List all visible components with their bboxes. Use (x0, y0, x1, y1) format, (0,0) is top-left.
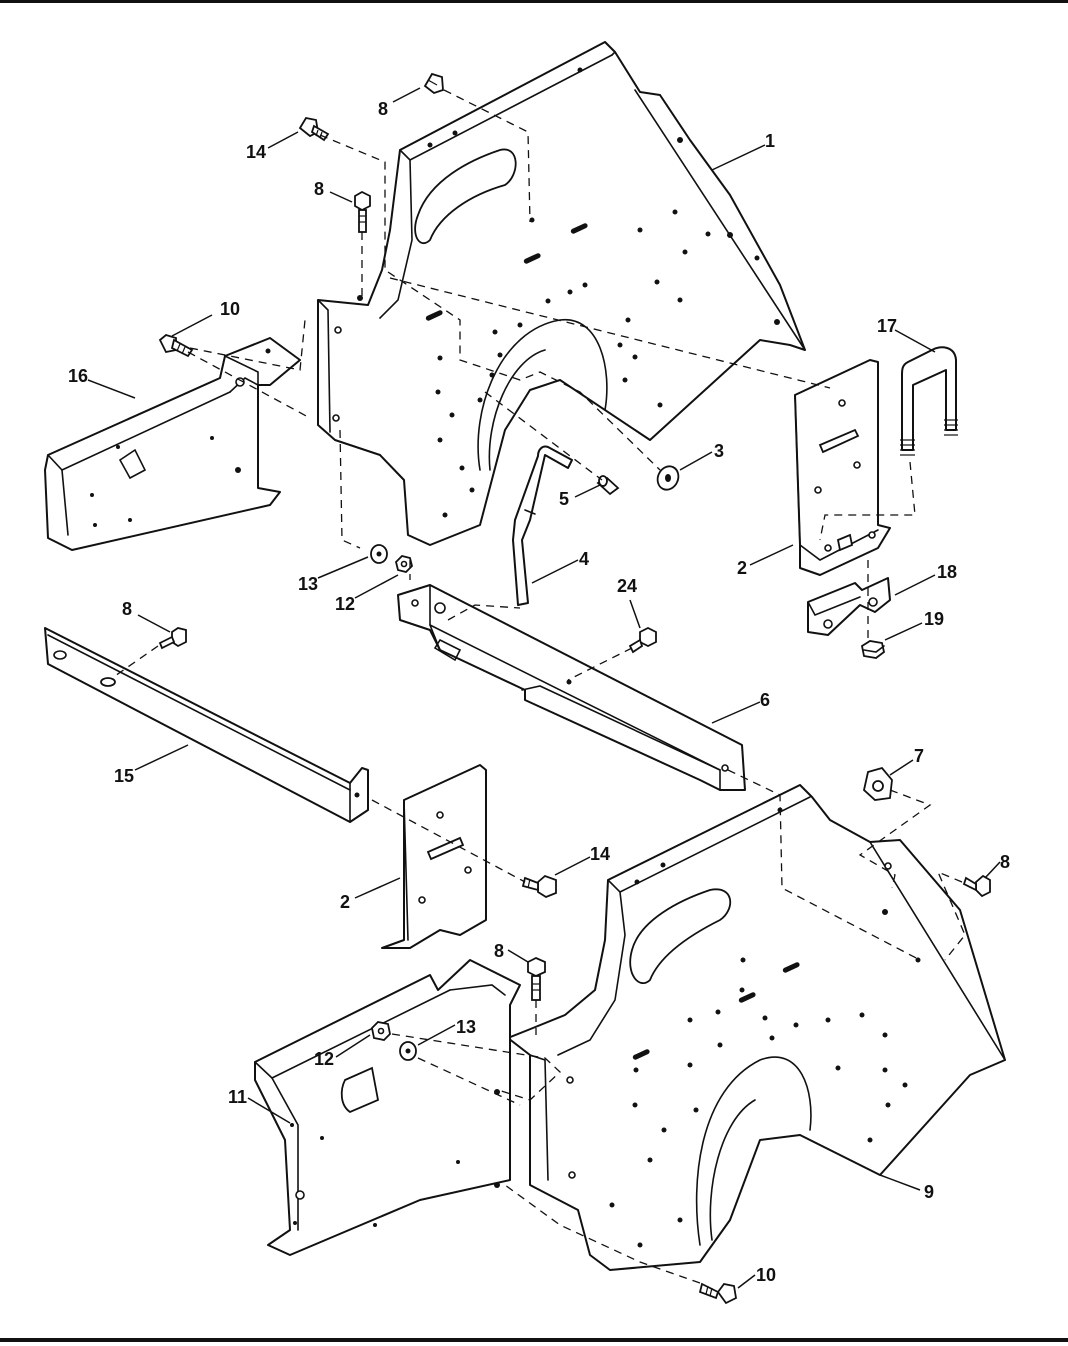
washer-13-upper (370, 544, 388, 564)
lightening-hole-lower (629, 888, 732, 984)
callout-18: 18 (937, 562, 957, 582)
callout-10-upper: 10 (220, 299, 240, 319)
part-11-lower-bracket (254, 959, 521, 1256)
nut-12-upper (395, 555, 413, 573)
part-19-nut (860, 640, 886, 659)
callout-5: 5 (559, 489, 569, 509)
part-2-lower-bracket (381, 764, 487, 949)
leader-lines (87, 87, 1001, 1289)
bolt-8-mid-left (158, 627, 187, 650)
part-18-clamp-plate (807, 577, 891, 636)
bolt-8-lower-vertical (527, 957, 546, 1001)
part-16-left-bracket (44, 337, 301, 551)
part-7-cage-nut (863, 766, 893, 801)
callout-8-right: 8 (1000, 852, 1010, 872)
callout-10-lower: 10 (756, 1265, 776, 1285)
washer-13-lower (399, 1041, 417, 1061)
bolt-8-right (962, 874, 991, 898)
callout-15: 15 (114, 766, 134, 786)
part-3-washer (656, 465, 680, 491)
screw-10-upper (158, 333, 194, 358)
callout-2-upper: 2 (737, 558, 747, 578)
callout-1: 1 (765, 131, 775, 151)
callout-12-lower: 12 (314, 1049, 334, 1069)
screw-10-lower (698, 1282, 737, 1305)
nut-12-lower (371, 1021, 391, 1041)
callout-17: 17 (877, 316, 897, 336)
part-17-u-bolt (900, 346, 958, 456)
callout-6: 6 (760, 690, 770, 710)
callout-13-lower: 13 (456, 1017, 476, 1037)
callout-13-upper: 13 (298, 574, 318, 594)
bolt-8-top (423, 72, 444, 95)
top-rule (0, 0, 1068, 3)
part-6-long-channel (397, 584, 746, 791)
part-1-upper-side-plate (317, 41, 806, 546)
callout-24: 24 (617, 576, 637, 596)
part-15-long-bar (44, 627, 369, 823)
lightening-hole-upper (414, 148, 517, 245)
callout-2-lower: 2 (340, 892, 350, 912)
callout-7: 7 (914, 746, 924, 766)
callout-16: 16 (68, 366, 88, 386)
callout-11: 11 (228, 1087, 247, 1107)
callout-4: 4 (579, 549, 589, 569)
part-5-pin (596, 475, 620, 496)
part-2-upper-bracket (794, 359, 891, 576)
part-9-lower-side-plate (507, 784, 1006, 1271)
part-4-rod (512, 445, 573, 606)
callout-8-lower: 8 (494, 941, 504, 961)
callout-14-top: 14 (246, 142, 266, 162)
callout-9: 9 (924, 1182, 934, 1202)
callout-8-top: 8 (378, 99, 388, 119)
callout-8-upper: 8 (314, 179, 324, 199)
assembly-lines (111, 89, 966, 1284)
bolt-24 (628, 626, 657, 654)
bolt-8-upper-vertical (354, 190, 371, 233)
callout-3: 3 (714, 441, 724, 461)
callout-12-upper: 12 (335, 594, 355, 614)
callout-19: 19 (924, 609, 944, 629)
screw-14-lower (521, 874, 557, 899)
callouts: 1 8 14 8 10 16 17 3 5 4 2 18 19 13 12 8 … (68, 99, 1010, 1285)
bottom-rule (0, 1338, 1068, 1342)
callout-14-lower: 14 (590, 844, 610, 864)
callout-8-mid: 8 (122, 599, 132, 619)
